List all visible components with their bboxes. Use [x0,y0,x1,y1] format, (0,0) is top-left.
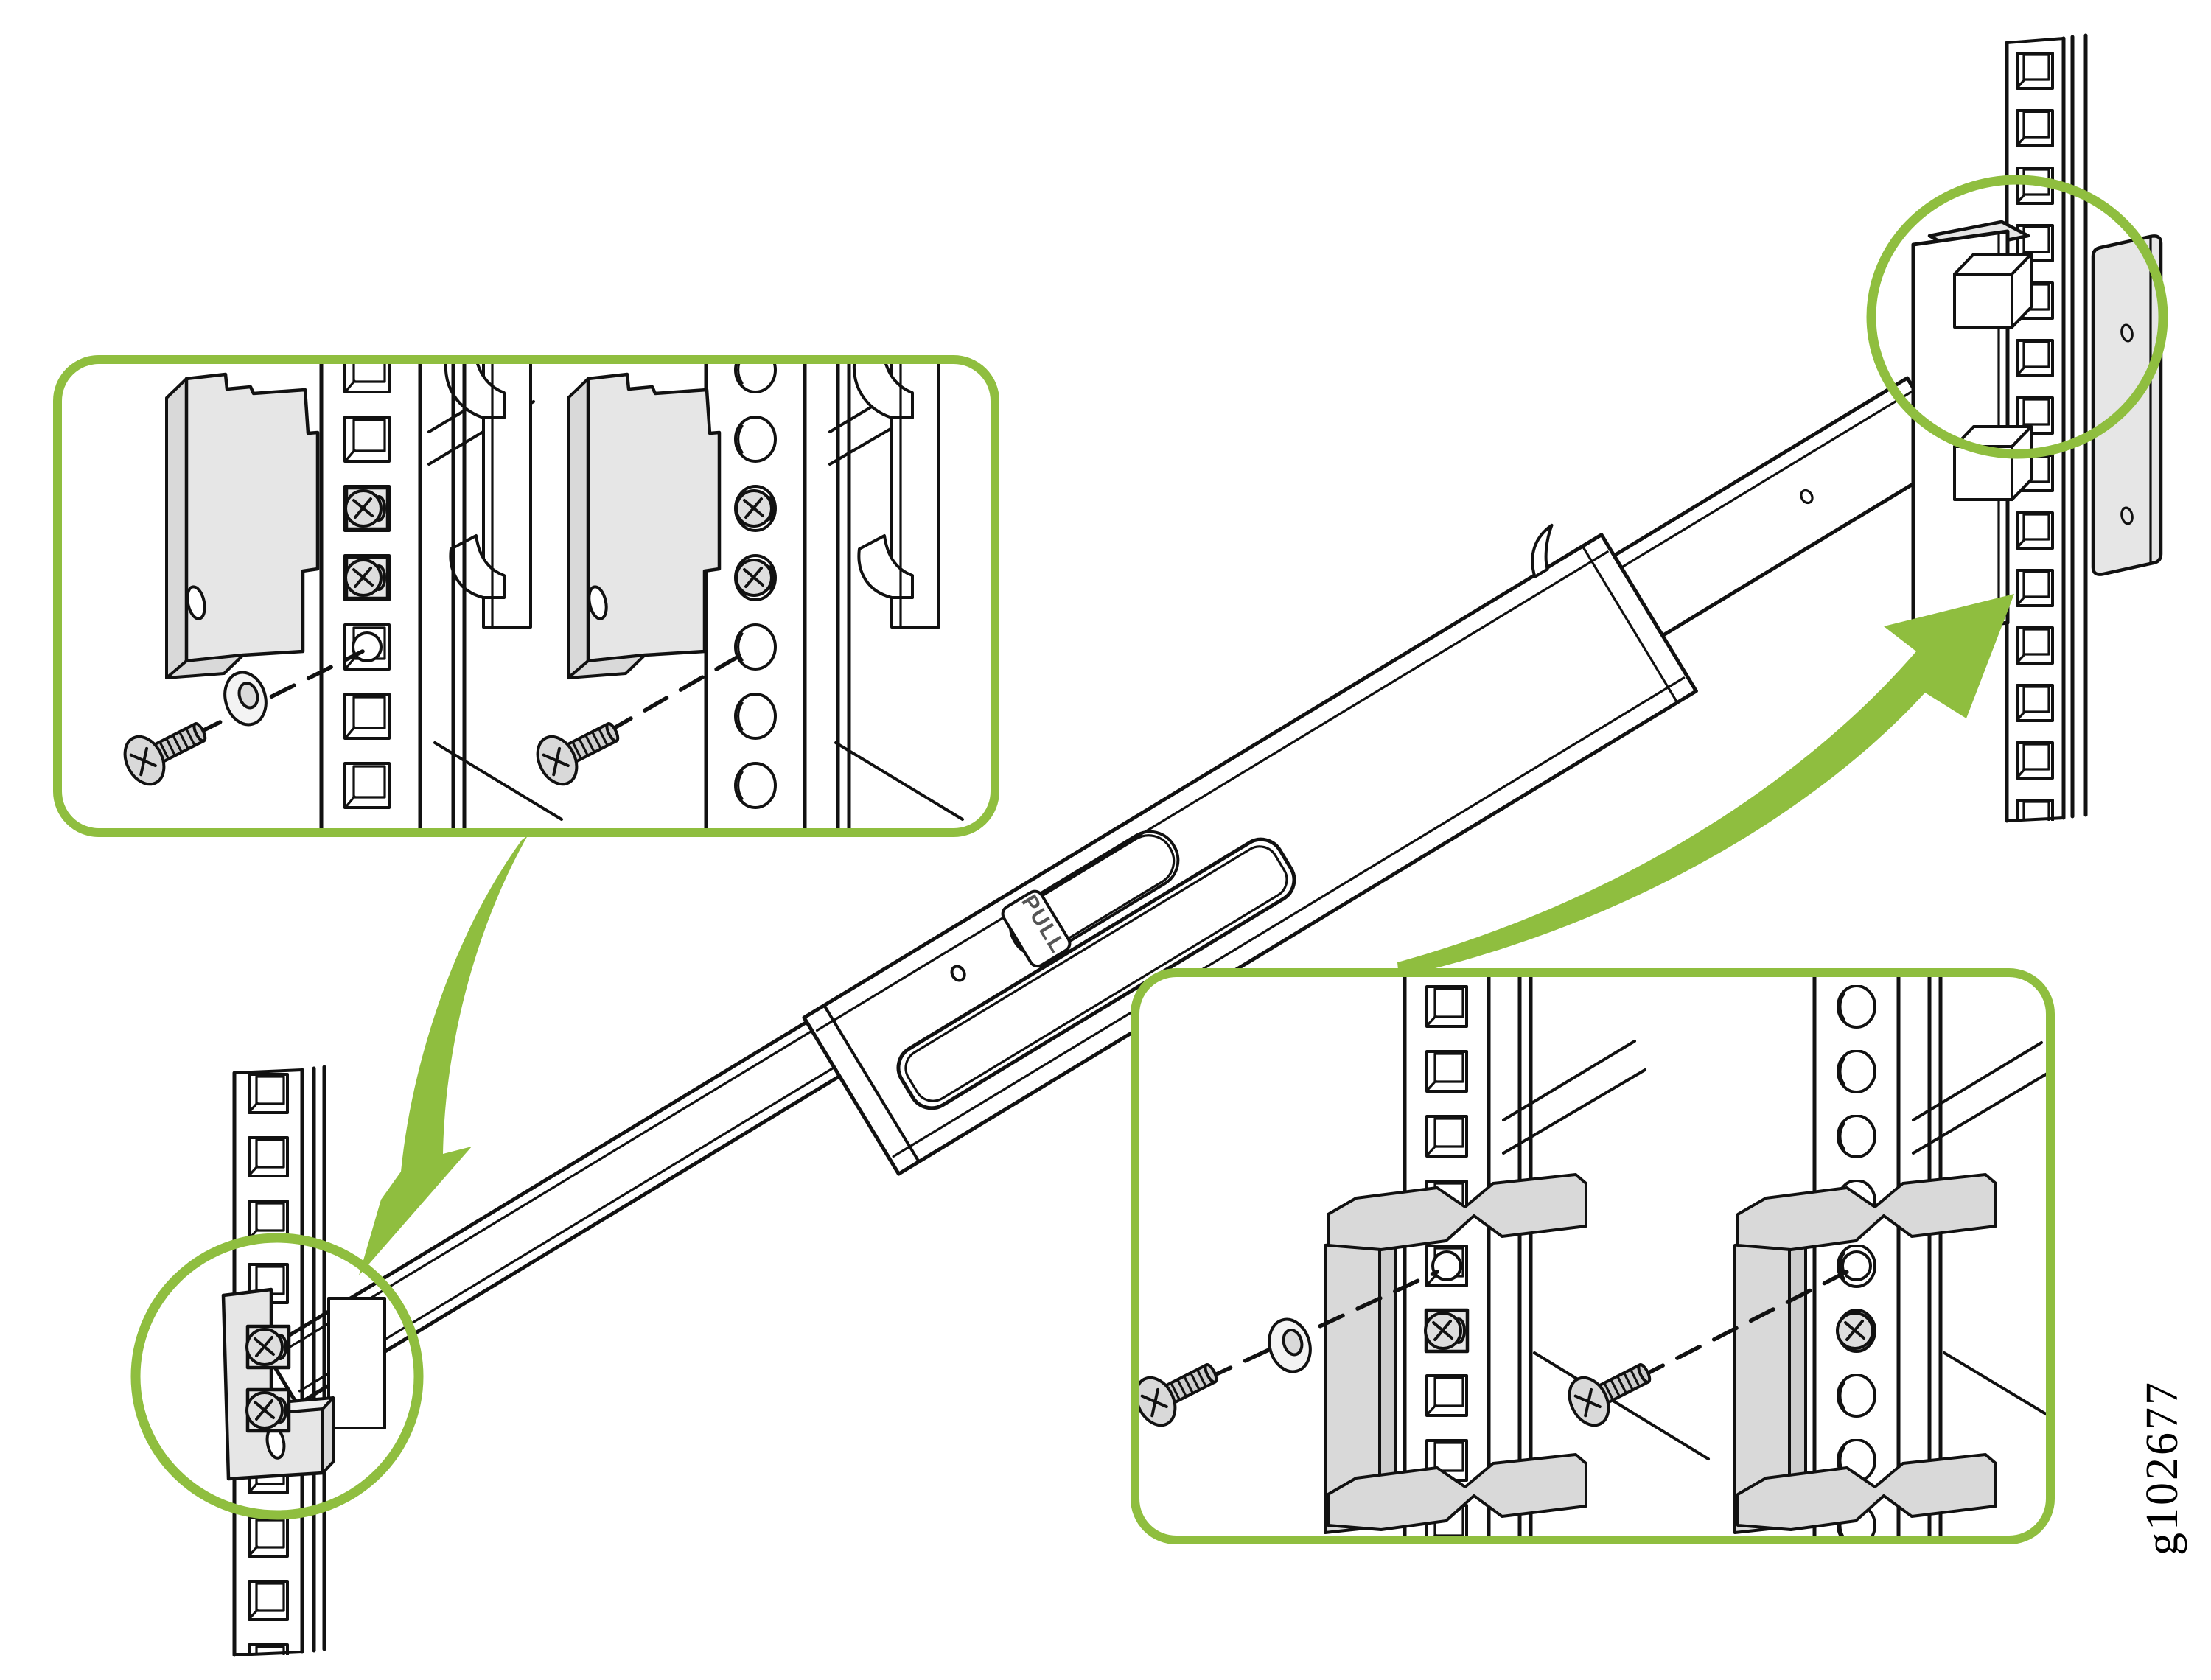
callout-box-border [1131,968,2055,1544]
rail-end-bracket-side-view [568,374,719,678]
figure-id-label: g102677 [2137,1380,2187,1555]
target-hole [1841,1250,1872,1281]
target-hole [352,631,383,662]
callout-circle-front [130,1233,424,1520]
slide-rail: PULL [265,376,1958,1404]
rail-recess [896,837,1296,1110]
bracket-screw-upper [247,1326,289,1368]
alignment-peg-lower [1953,425,2033,501]
cage-screw-upper [346,488,388,529]
cage-screw-lower [346,557,388,598]
rear-detail-square-hole-rack [1135,973,1710,1540]
rail-rear-member [1612,376,1958,638]
callout-arrow-front [359,836,528,1275]
callout-box-rear-attachment [1131,968,2055,1544]
callout-box-front-attachment [53,355,999,837]
front-detail-round-hole-rack [528,360,964,833]
rear-detail-round-hole-rack [1560,973,2050,1540]
rail-end-attachment [1911,220,2163,637]
target-hole [1431,1250,1462,1281]
post-screw-upper [735,489,775,528]
callout-box-border [53,355,999,837]
fastened-screw [1425,1310,1467,1351]
alignment-peg-upper [1953,253,2033,329]
fastened-screw [1836,1312,1876,1350]
bracket-screw-lower [247,1390,289,1431]
rail-end-bracket-side-view [167,374,318,678]
callout-arrow-rear [1397,594,2014,977]
alignment-dashed-line [571,649,750,754]
rail-housing: PULL [802,523,1698,1176]
alignment-dashed-line [158,649,365,754]
post-screw-lower [735,559,775,597]
front-bracket [221,1287,335,1481]
callout-circle-rear [1866,175,2168,459]
rail-hole [950,965,966,982]
main-scene: PULL [130,33,2168,1657]
rail-latch-hook [1531,523,1554,578]
front-detail-square-hole-rack [116,360,563,833]
